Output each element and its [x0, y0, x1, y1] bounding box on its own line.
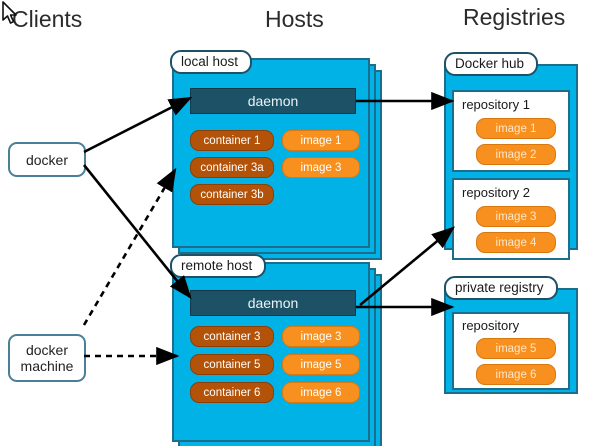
local-host-container-3a[interactable]: container 3a	[190, 157, 274, 178]
host-remote-host-label: remote host	[170, 254, 267, 278]
registry-docker-hub-label: Docker hub	[444, 52, 539, 76]
arrow-docker-machine-to-local-host	[82, 167, 177, 326]
repository-2-title: repository 2	[462, 185, 530, 200]
private-repository-image-5[interactable]: image 5	[476, 338, 556, 359]
remote-host-container-3[interactable]: container 3	[190, 326, 274, 347]
column-header-hosts: Hosts	[265, 6, 324, 32]
registry-private-registry[interactable]: private registry repository image 5 imag…	[444, 276, 578, 394]
repository-1-card[interactable]: repository 1 image 1 image 2	[452, 90, 570, 172]
private-repository-card[interactable]: repository image 5 image 6	[452, 312, 570, 390]
remote-host-image-3[interactable]: image 3	[282, 326, 360, 347]
remote-host-container-6[interactable]: container 6	[190, 382, 274, 403]
repository-2-image-4[interactable]: image 4	[476, 232, 556, 253]
host-local-host-label: local host	[170, 50, 253, 74]
host-panel	[172, 262, 370, 442]
mouse-pointer-icon	[2, 1, 17, 24]
local-host-container-1[interactable]: container 1	[190, 130, 274, 151]
column-header-clients: Clients	[12, 6, 83, 32]
remote-host-image-5[interactable]: image 5	[282, 354, 360, 375]
local-host-image-1[interactable]: image 1	[282, 130, 360, 151]
local-host-container-3b[interactable]: container 3b	[190, 184, 274, 205]
client-docker-machine[interactable]: docker machine	[8, 334, 86, 382]
private-repository-image-6[interactable]: image 6	[476, 364, 556, 385]
remote-host-daemon[interactable]: daemon	[190, 290, 356, 316]
repository-2-card[interactable]: repository 2 image 3 image 4	[452, 178, 570, 260]
repository-2-image-3[interactable]: image 3	[476, 206, 556, 227]
remote-host-container-5[interactable]: container 5	[190, 354, 274, 375]
host-panel	[172, 58, 370, 248]
repository-1-title: repository 1	[462, 97, 530, 112]
client-docker[interactable]: docker	[8, 142, 86, 177]
remote-host-image-6[interactable]: image 6	[282, 382, 360, 403]
host-remote-host[interactable]: remote host daemon container 3 container…	[170, 254, 382, 446]
repository-1-image-2[interactable]: image 2	[476, 144, 556, 165]
registry-private-registry-label: private registry	[444, 276, 558, 300]
column-header-registries: Registries	[463, 4, 566, 30]
private-repository-title: repository	[462, 318, 520, 333]
registry-docker-hub[interactable]: Docker hub repository 1 image 1 image 2 …	[444, 52, 578, 260]
repository-1-image-1[interactable]: image 1	[476, 118, 556, 139]
local-host-image-3[interactable]: image 3	[282, 157, 360, 178]
host-local-host[interactable]: local host daemon container 1 container …	[170, 50, 382, 260]
local-host-daemon[interactable]: daemon	[190, 88, 356, 114]
